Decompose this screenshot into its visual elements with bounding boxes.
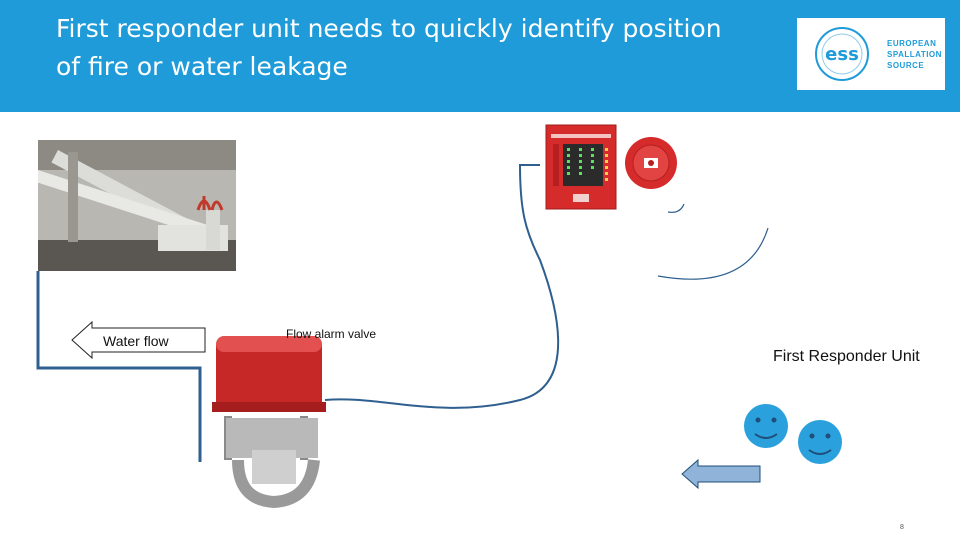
fire-bell-icon bbox=[625, 137, 677, 189]
flow-alarm-valve bbox=[204, 330, 340, 510]
logo-line-1: EUROPEAN bbox=[887, 39, 937, 48]
logo-line-2: SPALLATION bbox=[887, 50, 942, 59]
water-flow-arrow bbox=[71, 320, 206, 360]
flow-alarm-valve-icon bbox=[212, 336, 326, 509]
fire-alarm-control-panel bbox=[545, 124, 617, 210]
smiley-icon bbox=[744, 404, 788, 448]
ess-logo: ess EUROPEAN SPALLATION SOURCE bbox=[797, 18, 945, 90]
smiley-icon bbox=[798, 420, 842, 464]
signal-arc-small bbox=[667, 203, 685, 213]
fire-bell bbox=[624, 136, 678, 190]
water-pipe-line bbox=[36, 271, 202, 462]
fire-alarm-control-panel-icon bbox=[545, 124, 617, 210]
logo-line-3: SOURCE bbox=[887, 61, 925, 70]
flow-alarm-valve-label: Flow alarm valve bbox=[286, 327, 377, 341]
ess-logo-mark-icon: ess bbox=[815, 27, 869, 81]
title-line-2: of fire or water leakage bbox=[56, 52, 348, 81]
signal-cable bbox=[324, 164, 560, 409]
sprinkler-pipe-photo bbox=[38, 140, 236, 271]
slide-title: First responder unit needs to quickly id… bbox=[56, 10, 776, 86]
signal-arc-large bbox=[657, 227, 769, 280]
logo-mark-text: ess bbox=[825, 44, 859, 65]
sprinkler-pipe-icon bbox=[38, 140, 236, 271]
title-line-1: First responder unit needs to quickly id… bbox=[56, 14, 722, 43]
page-number: 8 bbox=[900, 524, 904, 531]
first-responder-unit-label: First Responder Unit bbox=[773, 348, 920, 365]
title-bar: First responder unit needs to quickly id… bbox=[0, 0, 960, 112]
logo-wordmark: EUROPEAN SPALLATION SOURCE bbox=[887, 38, 942, 71]
responder-arrow bbox=[681, 458, 761, 490]
water-flow-label: Water flow bbox=[103, 333, 169, 349]
